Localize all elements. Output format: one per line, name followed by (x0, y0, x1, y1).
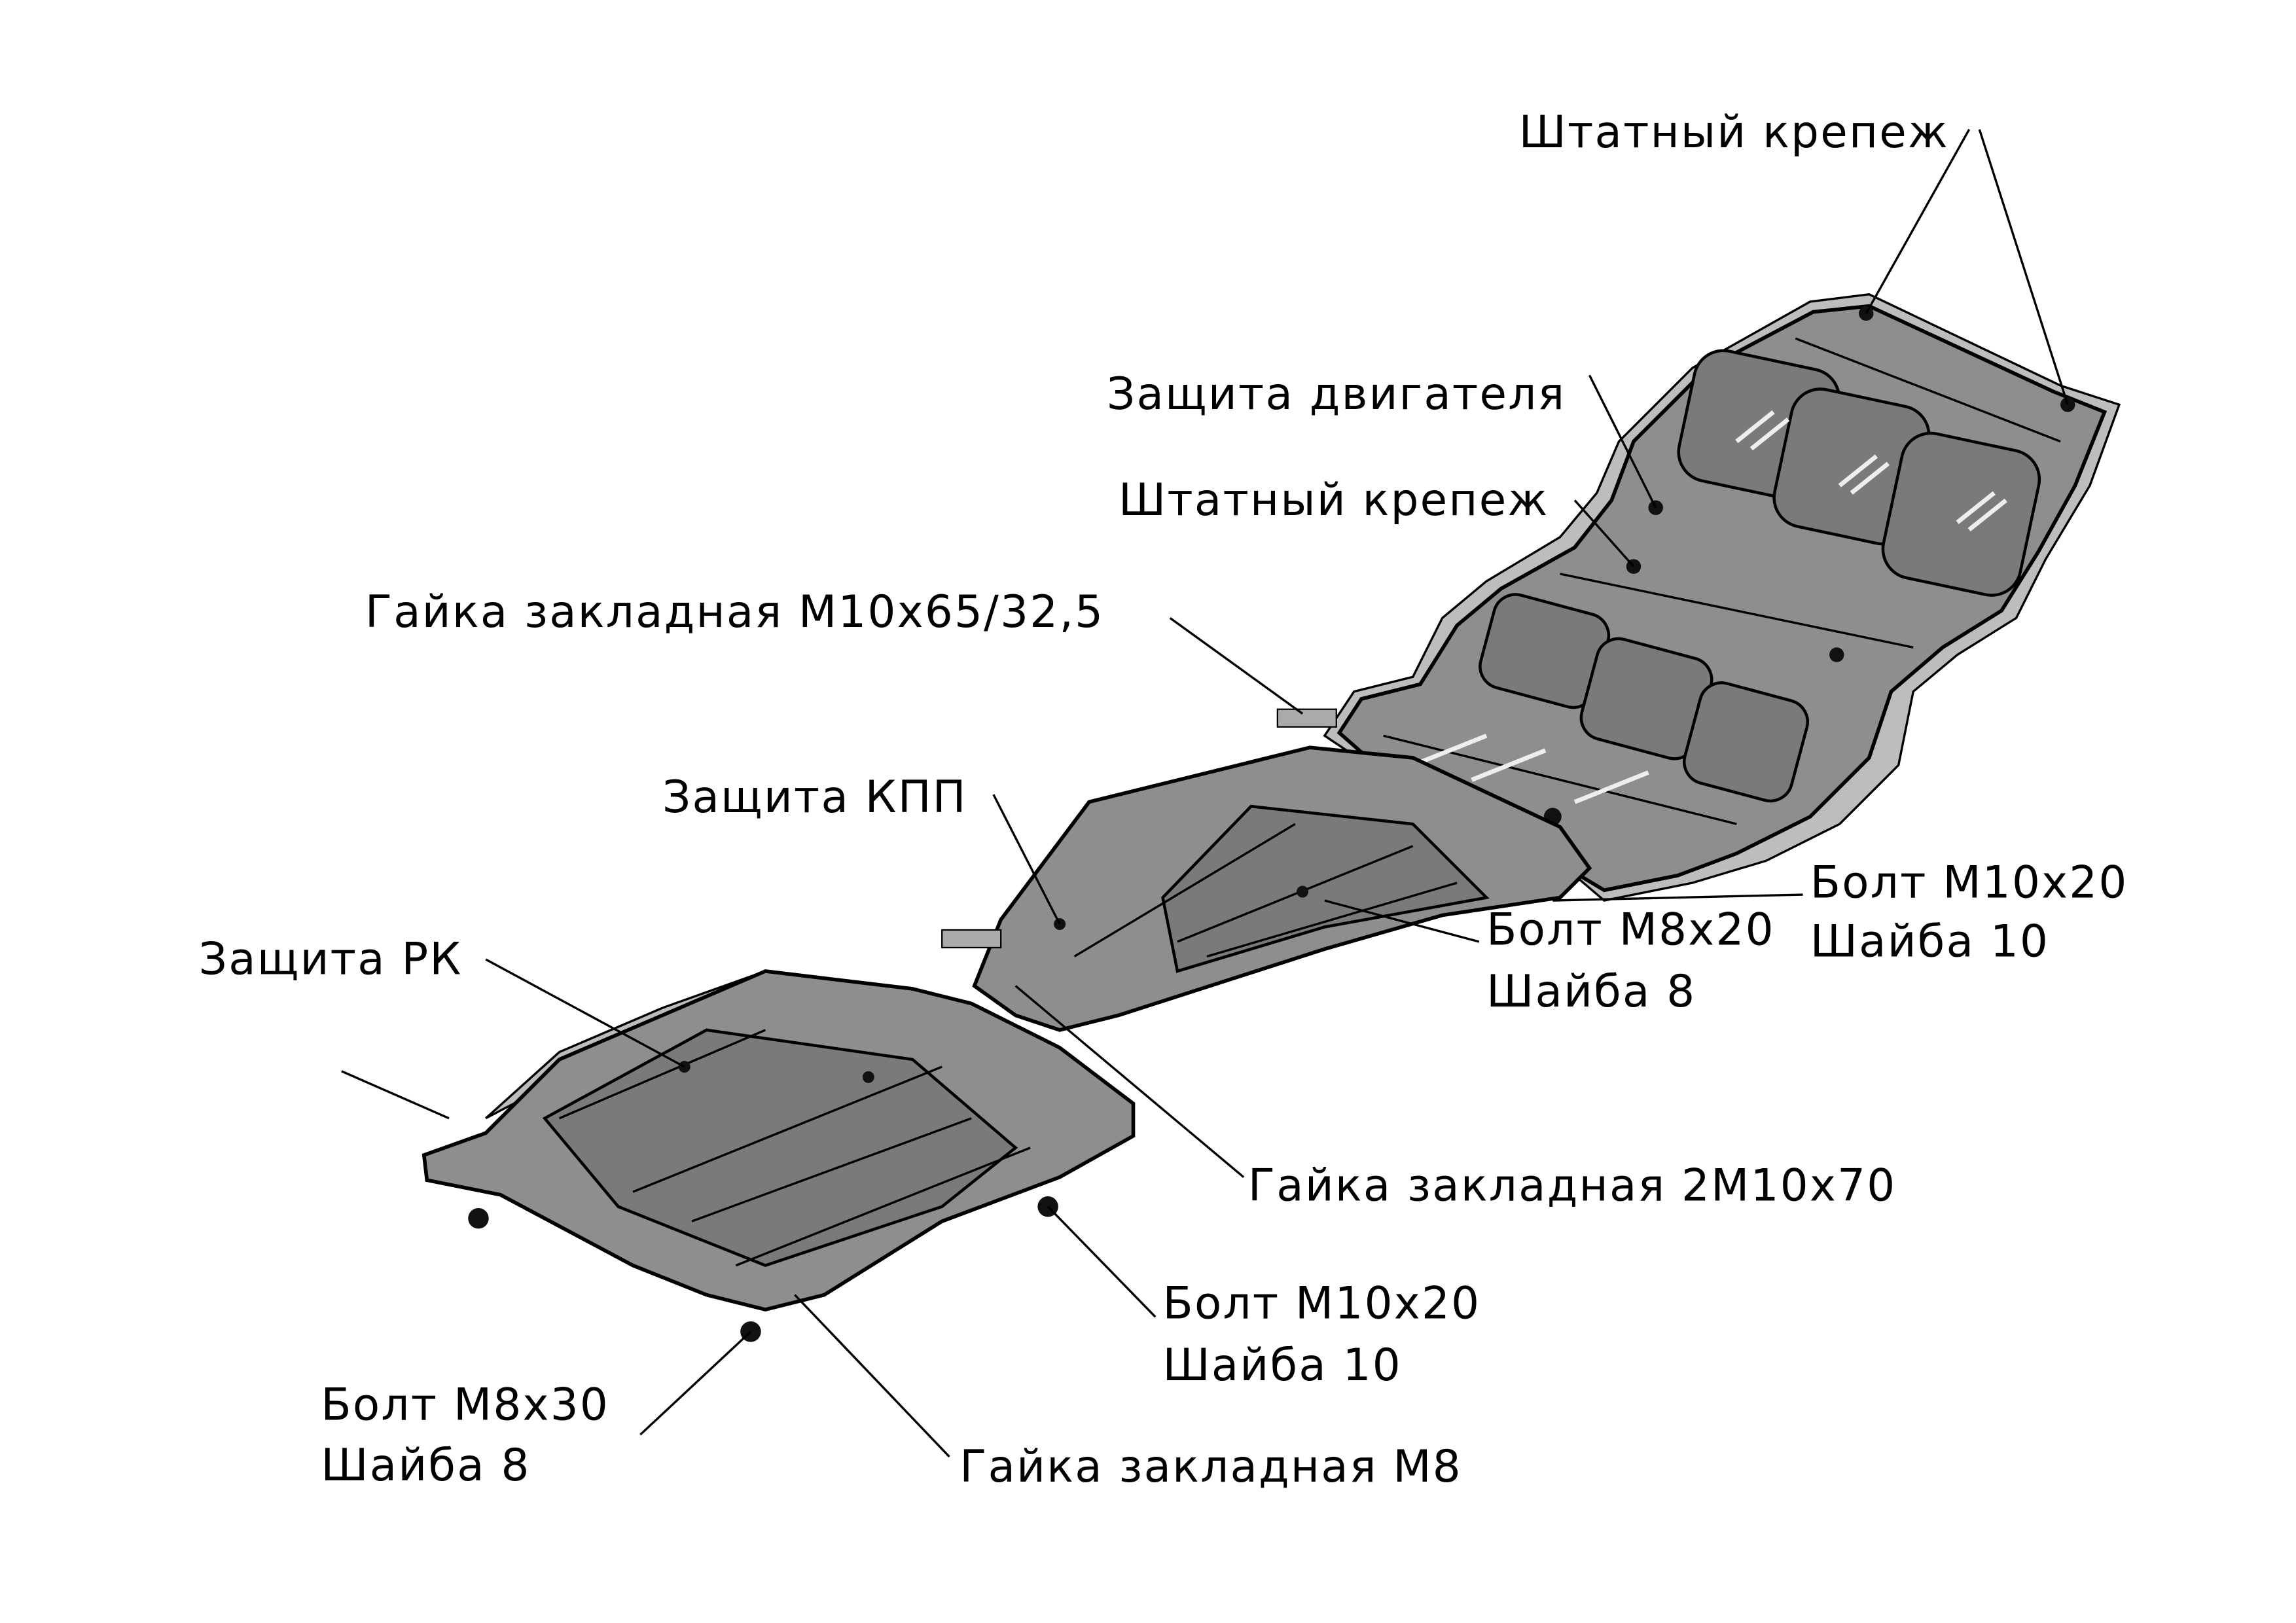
label-bolt-m8x20-2: Шайба 8 (1486, 965, 1696, 1017)
label-standard-fasteners-top: Штатный крепеж (1519, 106, 1949, 158)
label-bolt-m8x20-1: Болт М8х20 (1486, 903, 1775, 955)
label-transfer-case-guard: Защита РК (199, 933, 463, 984)
label-bolt-m10x20-bottom-2: Шайба 10 (1162, 1339, 1401, 1391)
label-bolt-m10x20-bottom-1: Болт М10х20 (1162, 1277, 1480, 1329)
label-nut-m10x65: Гайка закладная М10х65/32,5 (365, 586, 1104, 637)
label-nut-m8: Гайка закладная М8 (960, 1440, 1462, 1492)
label-bolt-m10x20-right-2: Шайба 10 (1810, 915, 2049, 967)
label-gearbox-guard: Защита КПП (662, 771, 967, 823)
engine-guard-plate (1323, 293, 2121, 902)
label-standard-fasteners-mid: Штатный крепеж (1119, 474, 1549, 526)
leader-lines (485, 129, 2069, 1458)
label-bolt-m8x30-1: Болт М8х30 (321, 1379, 609, 1431)
transfer-case-guard-plate (341, 969, 1136, 1342)
gearbox-guard-plate (941, 708, 1592, 1032)
label-bolt-m8x30-2: Шайба 8 (321, 1439, 530, 1491)
label-bolt-m10x20-right-1: Болт М10х20 (1810, 857, 2128, 908)
label-engine-guard: Защита двигателя (1107, 368, 1566, 419)
label-nut-2m10x70: Гайка закладная 2М10х70 (1248, 1160, 1897, 1211)
